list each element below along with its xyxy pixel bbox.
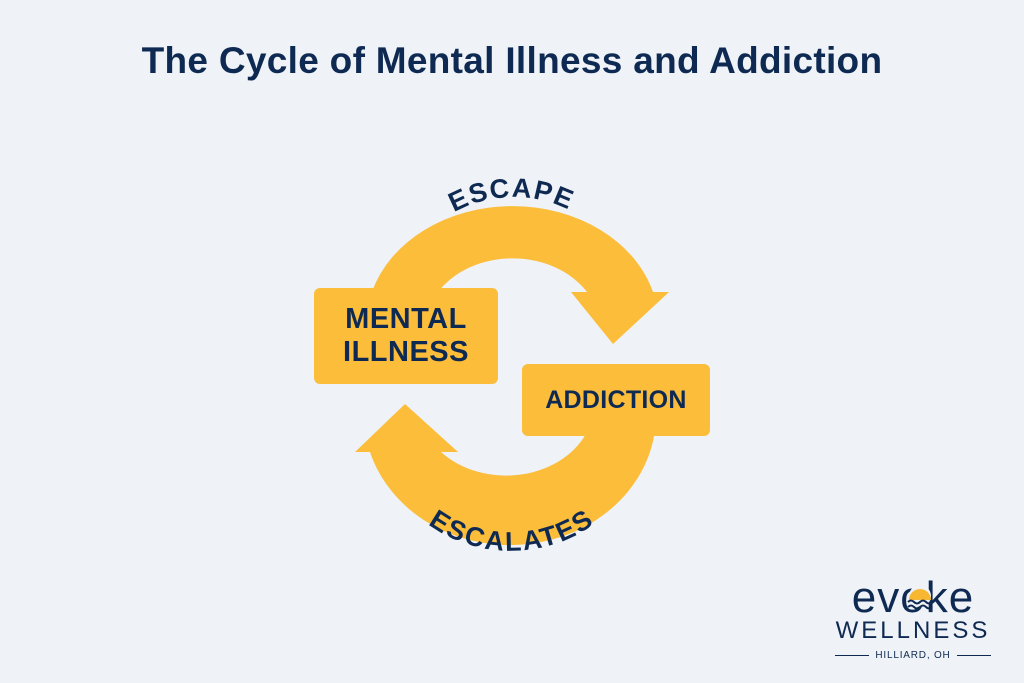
sun-wave-icon — [907, 585, 933, 610]
mental-illness-label-line2: ILLNESS — [343, 336, 469, 368]
evoke-wellness-logo: evoke WELLNESS HILLIARD, OH — [832, 574, 994, 664]
divider — [956, 654, 991, 656]
mental-illness-label-line1: MENTAL — [345, 303, 467, 335]
page-title: The Cycle of Mental Illness and Addictio… — [141, 40, 883, 81]
logo-subtitle: WELLNESS — [835, 617, 991, 644]
logo-wordmark: evoke — [852, 574, 973, 620]
divider — [835, 654, 870, 656]
escape-arrow — [372, 206, 669, 344]
mental-illness-box: MENTAL ILLNESS — [314, 288, 498, 384]
escalates-arrow — [355, 404, 655, 546]
logo-location: HILLIARD, OH — [875, 649, 951, 661]
logo-location-row: HILLIARD, OH — [832, 648, 994, 662]
addiction-label: ADDICTION — [545, 385, 687, 414]
addiction-box: ADDICTION — [522, 364, 710, 436]
